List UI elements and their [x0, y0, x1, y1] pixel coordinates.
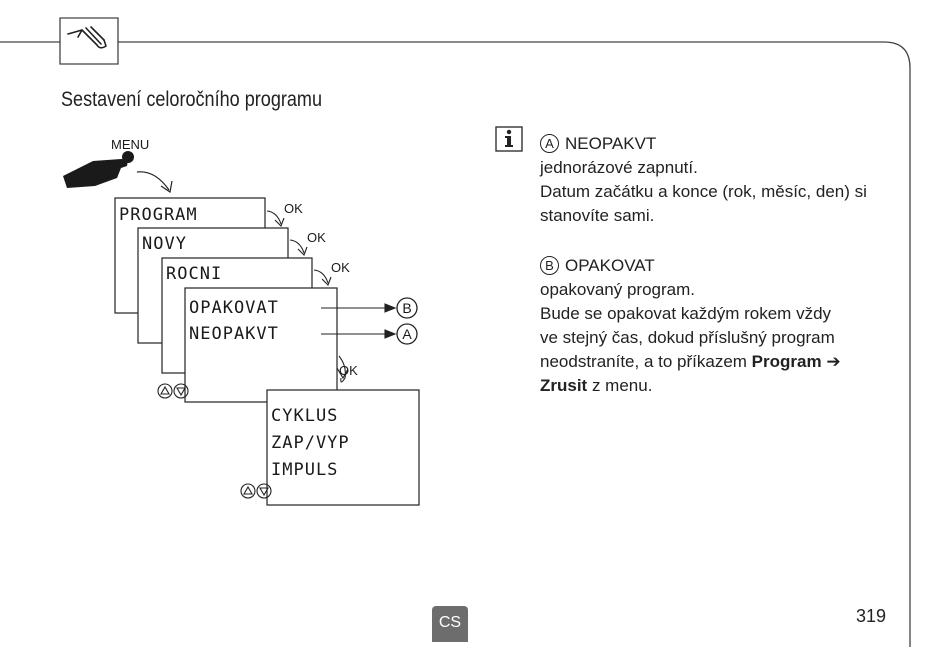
b-line3: ve stejný čas, dokud příslušný program [540, 328, 835, 347]
screen-novy-text: NOVY [142, 234, 187, 254]
ok-arrow-icon [313, 269, 332, 286]
hand-icon [67, 26, 107, 49]
marker-a-badge: A [540, 134, 559, 153]
a-line3: stanovíte sami. [540, 206, 655, 225]
ok-arrow-icon [336, 355, 349, 383]
a-line2: Datum začátku a konce (rok, měsíc, den) … [540, 182, 867, 201]
marker-a-circle [396, 323, 418, 345]
lcd-screen-options [184, 287, 338, 403]
option-neopakvt: NEOPAKVT [189, 324, 279, 344]
a-heading-line: A NEOPAKVT [540, 132, 900, 156]
screen-rocni-text: ROCNI [166, 264, 222, 284]
pointer-arrow [321, 303, 397, 339]
mode-cyklus: CYKLUS [271, 406, 338, 426]
b-line1: opakovaný program. [540, 280, 695, 299]
ok-label: OK [339, 363, 358, 378]
page-title: Sestavení celoročního programu [61, 88, 323, 111]
ok-arrow-icon [289, 239, 308, 256]
ok-label: OK [331, 260, 350, 275]
ok-arrow-icon [266, 210, 285, 227]
page-number: 319 [856, 606, 887, 626]
ok-label: OK [284, 201, 303, 216]
screen-program-text: PROGRAM [119, 205, 198, 225]
a-line1: jednorázové zapnutí. [540, 158, 698, 177]
language-tab: CS [432, 606, 468, 642]
b-line5-post: z menu. [587, 376, 653, 395]
b-line4-pre: neodstraníte, a to příkazem [540, 352, 752, 371]
b-line4: neodstraníte, a to příkazem Program ➔ [540, 350, 900, 374]
b-heading-line: B OPAKOVAT [540, 254, 900, 278]
arrow-icon: ➔ [821, 352, 841, 371]
menu-label: MENU [111, 137, 149, 152]
info-text: A NEOPAKVT jednorázové zapnutí. Datum zač… [540, 132, 900, 398]
option-opakovat: OPAKOVAT [189, 298, 279, 318]
marker-a: A [402, 326, 412, 342]
pointing-hand-icon [63, 151, 134, 188]
menu-diagram: MENU PROGRAM OK NOVY OK ROCNI OK OPAKOVA… [63, 137, 420, 506]
b-bold-program: Program [751, 352, 822, 371]
up-down-buttons-icon [240, 483, 272, 499]
lcd-screen-modes [266, 389, 420, 506]
mode-impuls: IMPULS [271, 460, 338, 480]
up-down-buttons-icon [157, 383, 189, 399]
mode-zapvyp: ZAP/VYP [271, 433, 350, 453]
marker-b: B [402, 300, 411, 316]
b-bold-zrusit: Zrusit [540, 376, 588, 395]
marker-b-circle [396, 297, 418, 319]
b-line5: Zrusit z menu. [540, 374, 900, 398]
marker-b-badge: B [540, 256, 559, 275]
b-heading: OPAKOVAT [565, 256, 655, 275]
b-line2: Bude se opakovat každým rokem vždy [540, 304, 832, 323]
ok-label: OK [307, 230, 326, 245]
info-icon [495, 126, 523, 152]
curve-arrow-icon [136, 171, 173, 194]
a-heading: NEOPAKVT [565, 134, 657, 153]
